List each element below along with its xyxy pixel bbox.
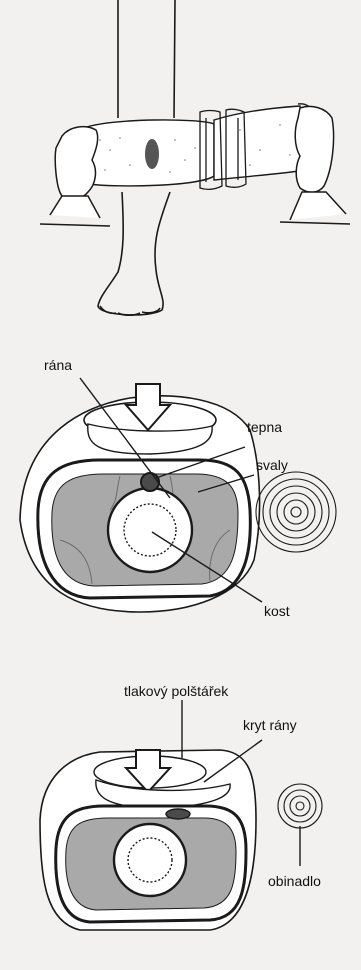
cross-section-bandaged-diagram [0, 690, 361, 940]
wound-mark [145, 139, 159, 169]
label-muscles: svaly [256, 458, 288, 472]
label-bone: kost [264, 604, 290, 618]
right-hand [295, 106, 333, 192]
artery [141, 473, 159, 491]
bandage-roll-icon-2 [278, 784, 322, 828]
label-wound: rána [44, 358, 72, 372]
label-wound-cover: kryt rány [243, 718, 297, 732]
left-hand [55, 127, 97, 199]
leg-bandaging-illustration [0, 0, 361, 330]
bandage-roll-icon [256, 472, 336, 552]
label-artery: tepna [247, 420, 282, 434]
cross-section-diagram [0, 360, 361, 690]
label-bandage: obinadlo [268, 874, 321, 888]
bandage-tail [214, 106, 306, 180]
compressed-artery [166, 809, 190, 819]
label-pressure-pad: tlakový polštářek [124, 684, 228, 698]
